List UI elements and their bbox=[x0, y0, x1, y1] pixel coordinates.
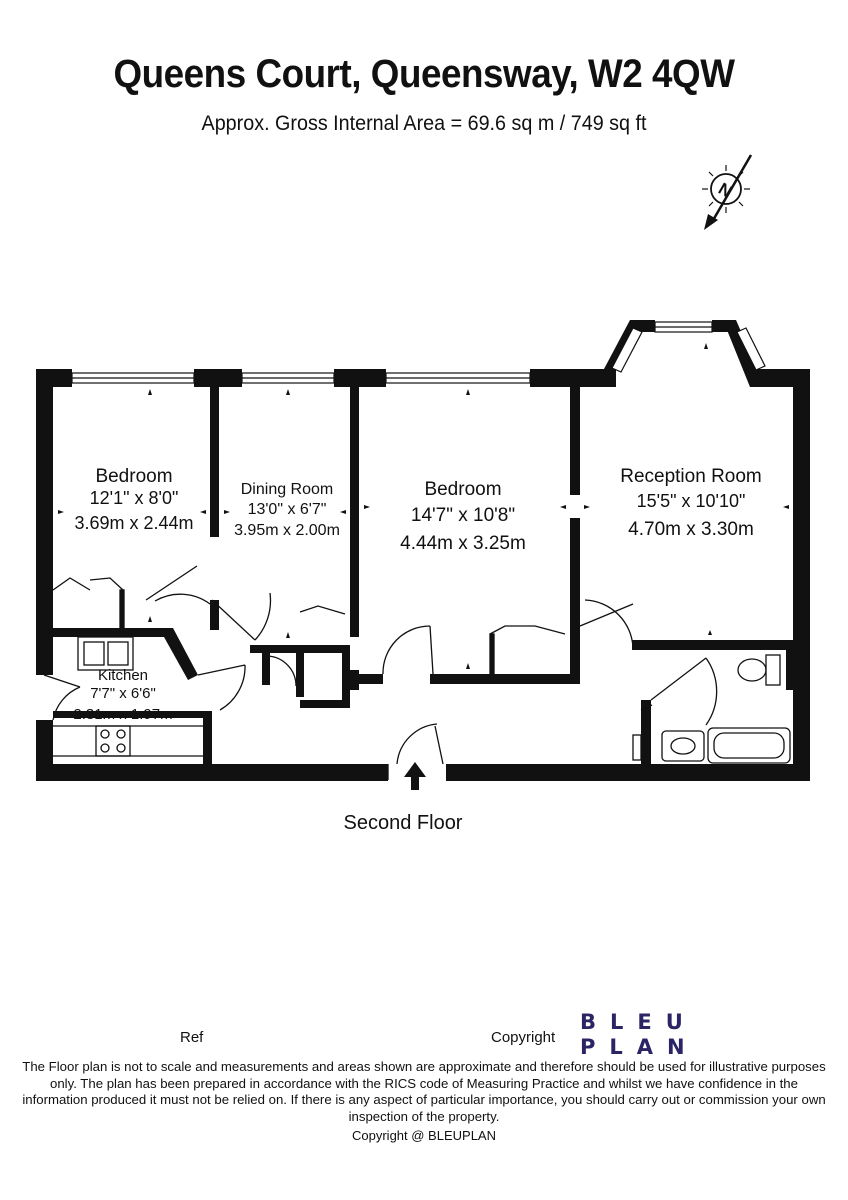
room-metric-bedroom2: 4.44m x 3.25m bbox=[400, 533, 526, 554]
bath-icon bbox=[707, 727, 791, 764]
entrance-arrow-icon bbox=[404, 762, 426, 790]
toilet-icon bbox=[765, 654, 781, 686]
compass-letter: N bbox=[715, 179, 735, 202]
logo-line1: BLEU bbox=[580, 1010, 697, 1034]
ref-label: Ref bbox=[180, 1029, 204, 1046]
floor-label: Second Floor bbox=[344, 812, 463, 834]
kitchen-sink-icon bbox=[77, 636, 134, 671]
area-subtitle: Approx. Gross Internal Area = 69.6 sq m … bbox=[201, 112, 647, 135]
bleuplan-logo: BLEU PLAN bbox=[580, 1010, 699, 1060]
room-metric-bedroom1: 3.69m x 2.44m bbox=[74, 513, 193, 533]
hob-icon bbox=[95, 725, 131, 757]
copyright-label: Copyright bbox=[491, 1029, 556, 1046]
room-metric-kitchen: 2.31m x 1.97m bbox=[73, 706, 172, 723]
room-metric-reception: 4.70m x 3.30m bbox=[628, 519, 754, 540]
basin-icon bbox=[661, 730, 705, 762]
room-name-reception: Reception Room bbox=[620, 466, 762, 487]
room-imperial-reception: 15'5" x 10'10" bbox=[637, 491, 746, 511]
plan-title: Queens Court, Queensway, W2 4QW bbox=[113, 52, 735, 96]
windows bbox=[36, 321, 766, 720]
fixtures bbox=[53, 636, 791, 764]
dimension-ticks bbox=[58, 343, 789, 669]
room-name-bedroom2: Bedroom bbox=[424, 479, 501, 500]
room-imperial-bedroom2: 14'7" x 10'8" bbox=[411, 505, 515, 526]
logo-line2: PLAN bbox=[580, 1035, 699, 1059]
room-imperial-bedroom1: 12'1" x 8'0" bbox=[90, 488, 179, 508]
room-imperial-kitchen: 7'7" x 6'6" bbox=[90, 685, 156, 702]
room-name-bedroom1: Bedroom bbox=[95, 466, 172, 487]
doors bbox=[43, 565, 718, 780]
compass-icon: N bbox=[702, 154, 753, 230]
room-name-dining: Dining Room bbox=[241, 481, 333, 498]
room-name-kitchen: Kitchen bbox=[98, 667, 148, 684]
footer-copyright: Copyright @ BLEUPLAN bbox=[352, 1128, 496, 1143]
room-imperial-dining: 13'0" x 6'7" bbox=[248, 501, 327, 518]
room-metric-dining: 3.95m x 2.00m bbox=[234, 522, 340, 539]
disclaimer: The Floor plan is not to scale and measu… bbox=[22, 1059, 826, 1124]
